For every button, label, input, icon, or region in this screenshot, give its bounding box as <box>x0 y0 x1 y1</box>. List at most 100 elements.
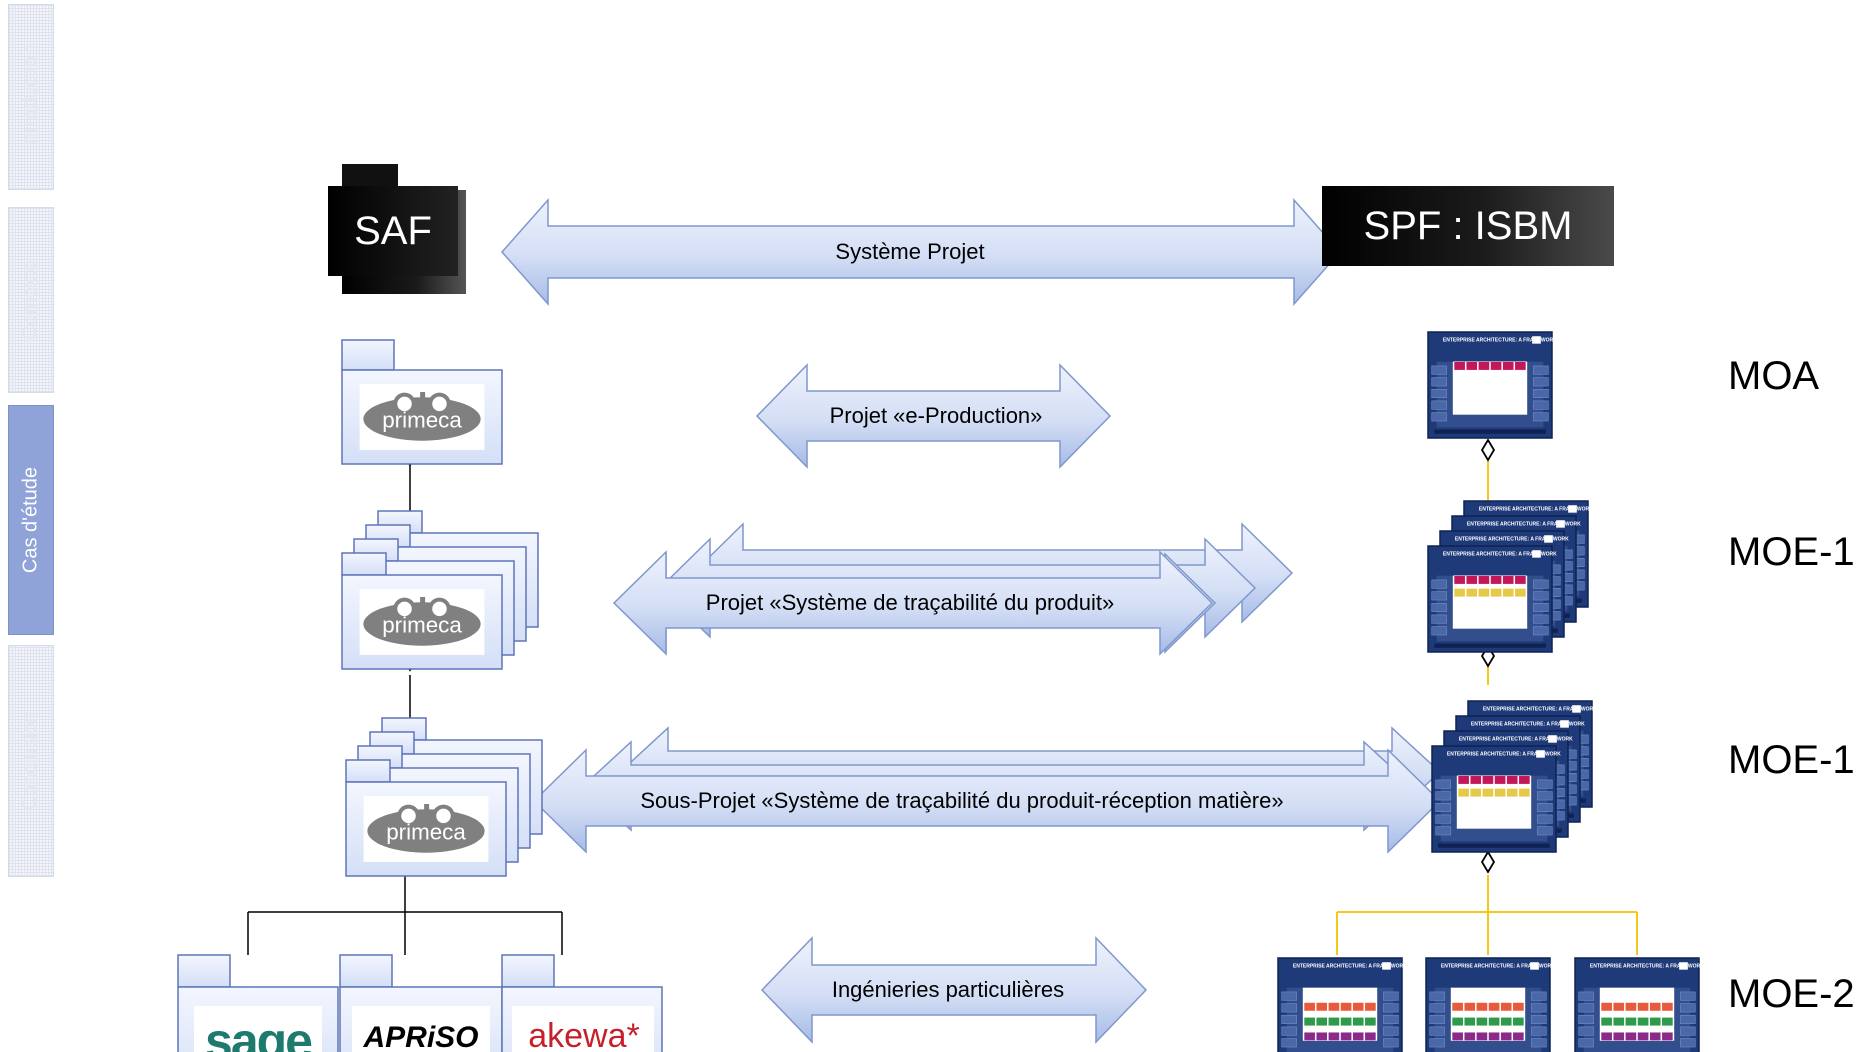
zachman-thumbnail-moe2-center: ENTERPRISE ARCHITECTURE: A FRAMEWORK <box>1425 957 1555 1052</box>
arrow-ingenieries <box>760 936 1148 1044</box>
zachman-cell <box>1494 775 1506 785</box>
zachman-cell <box>1488 1002 1500 1012</box>
zachman-side-cell <box>1431 614 1447 624</box>
zachman-title: ENTERPRISE ARCHITECTURE: A FRAMEWORK <box>1459 737 1573 743</box>
zachman-cell <box>1453 575 1466 585</box>
level-label-moa: MOA <box>1728 354 1820 398</box>
zachman-title: ENTERPRISE ARCHITECTURE: A FRAMEWORK <box>1443 552 1557 558</box>
zachman-cell <box>1637 1017 1649 1027</box>
sidebar-tab-conclusion[interactable]: Conclusion <box>8 645 54 877</box>
aip-primeca-folder-stack: primeca <box>345 759 507 877</box>
zachman-cell <box>1352 1002 1365 1012</box>
logo-letter-p <box>432 804 455 828</box>
sidebar-tab-introduction[interactable]: Introduction <box>8 4 54 190</box>
apriso-logo: APRiSO <box>362 1021 478 1052</box>
zachman-side-cell <box>1383 1026 1399 1036</box>
zachman-side-cell <box>1383 1038 1399 1048</box>
arrow-label-tracabilite: Projet «Système de traçabilité du produi… <box>705 590 1115 615</box>
zachman-cell <box>1612 1031 1625 1041</box>
apriso-folder: APRiSOAdapt. Execute. Deliver. <box>339 954 503 1052</box>
zachman-side-cell <box>1431 400 1447 410</box>
zachman-side-cell <box>1281 991 1297 1001</box>
akewa-logo: akewa* <box>528 1017 640 1052</box>
zachman-side-cell <box>1533 400 1549 410</box>
zachman-thumbnail-moe2-right: ENTERPRISE ARCHITECTURE: A FRAMEWORK <box>1574 957 1704 1052</box>
zachman-cell <box>1303 1002 1316 1012</box>
zachman-cell <box>1649 1002 1662 1012</box>
zachman-side-cell <box>1533 602 1549 612</box>
zachman-cell <box>1490 588 1502 598</box>
zachman-cell <box>1625 1017 1637 1027</box>
zachman-side-cell <box>1533 365 1549 375</box>
zachman-cell <box>1502 575 1515 585</box>
zachman-logo <box>1568 505 1577 513</box>
zachman-cell <box>1514 588 1527 598</box>
zachman-side-cell <box>1578 991 1594 1001</box>
logo-ellipse <box>363 397 481 441</box>
zachman-title: ENTERPRISE ARCHITECTURE: A FRAMEWORK <box>1293 964 1407 970</box>
zachman-cell <box>1625 1031 1637 1041</box>
zachman-cell <box>1518 788 1531 798</box>
arrow-label-ingenieries: Ingénieries particulières <box>831 977 1065 1002</box>
zachman-logo <box>1530 962 1539 970</box>
zachman-side-cell <box>1281 1026 1297 1036</box>
zachman-cell <box>1490 575 1502 585</box>
zachman-cell <box>1518 775 1531 785</box>
zachman-side-cell <box>1578 1026 1594 1036</box>
zachman-cell <box>1465 588 1478 598</box>
zachman-side-cell <box>1533 591 1549 601</box>
sidebar-tab-contexte[interactable]: Contexte <box>8 207 54 393</box>
zachman-cell <box>1482 775 1494 785</box>
arrow-label-reception: Sous-Projet «Système de traçabilité du p… <box>640 788 1284 813</box>
sage-logo: sage <box>205 1013 312 1052</box>
zachman-cell <box>1637 1031 1649 1041</box>
zachman-cell <box>1600 1031 1613 1041</box>
sage-folder: sage <box>177 954 339 1052</box>
zachman-cell <box>1328 1031 1340 1041</box>
zachman-cell <box>1364 1002 1377 1012</box>
zachman-side-cell <box>1537 779 1553 789</box>
zachman-logo <box>1572 705 1581 713</box>
zachman-title: ENTERPRISE ARCHITECTURE: A FRAMEWORK <box>1590 964 1704 970</box>
zachman-center <box>1456 775 1532 829</box>
zachman-cell <box>1488 1031 1500 1041</box>
zachman-logo <box>1544 535 1553 543</box>
sidebar-tab-cas-detude[interactable]: Cas d'étude <box>8 405 54 635</box>
zachman-footer <box>1438 843 1550 848</box>
level-label-moe-1: MOE-1 <box>1728 530 1855 574</box>
zachman-cell <box>1364 1031 1377 1041</box>
zachman-side-cell <box>1537 802 1553 812</box>
zachman-side-cell <box>1383 991 1399 1001</box>
zachman-side-cell <box>1431 591 1447 601</box>
zachman-cell <box>1463 1002 1476 1012</box>
folder-tab <box>339 954 393 988</box>
level-label-moe-1-second: MOE-1 <box>1728 738 1855 782</box>
zachman-footer <box>1434 643 1546 648</box>
zachman-side-cell <box>1431 602 1447 612</box>
zachman-cell <box>1514 361 1527 371</box>
logo-text: primeca <box>382 613 462 638</box>
zachman-cell <box>1352 1017 1365 1027</box>
zachman-side-cell <box>1435 779 1451 789</box>
zachman-logo <box>1679 962 1688 970</box>
zachman-center <box>1450 987 1526 1041</box>
zachman-side-cell <box>1429 991 1445 1001</box>
zachman-side-cell <box>1431 626 1447 636</box>
arrow-tracabilite <box>612 550 1214 656</box>
zachman-cell <box>1463 1031 1476 1041</box>
zachman-logo <box>1560 720 1569 728</box>
logo-letter-a <box>397 804 420 828</box>
zachman-cell <box>1451 1031 1464 1041</box>
logo-letter-i <box>420 391 426 412</box>
zachman-cell <box>1465 575 1478 585</box>
zachman-side-cell <box>1435 791 1451 801</box>
zachman-cell <box>1340 1002 1352 1012</box>
zachman-center <box>1452 361 1528 415</box>
sage-logo-bg <box>194 1006 322 1052</box>
zachman-side-cell <box>1431 377 1447 387</box>
zachman-logo <box>1548 735 1557 743</box>
level-label-moe-2: MOE-2 <box>1728 972 1855 1016</box>
zachman-side-cell <box>1531 1026 1547 1036</box>
zachman-side-cell <box>1680 1026 1696 1036</box>
